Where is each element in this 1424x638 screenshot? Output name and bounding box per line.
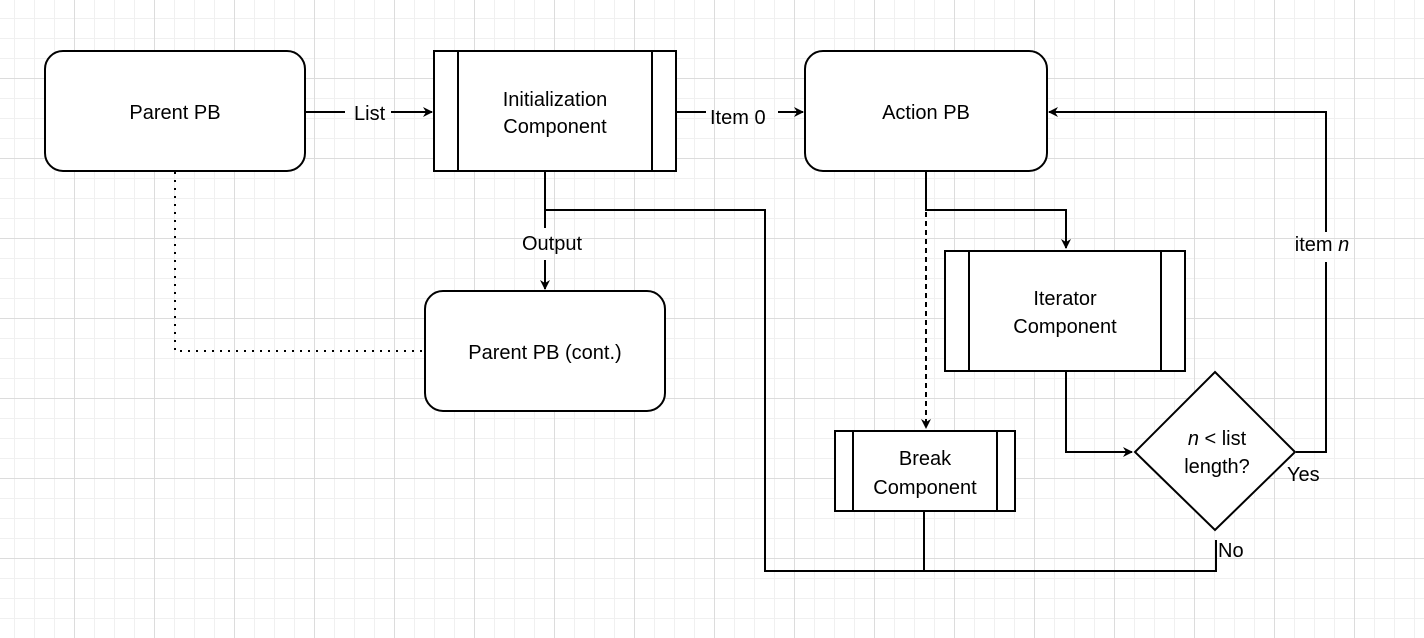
edge-label-item-n-prefix: item	[1295, 234, 1338, 256]
edge-label-item-0: Item 0	[710, 107, 766, 129]
node-initialization-label-line1: Initialization	[503, 89, 608, 111]
node-iterator-component[interactable]: Iterator Component	[944, 250, 1186, 372]
edge-decision-loop-back	[1048, 107, 1327, 453]
node-break-label-line2: Component	[873, 477, 977, 499]
node-decision[interactable]: n < list length?	[1133, 370, 1297, 532]
node-initialization-component[interactable]: Initialization Component	[433, 50, 677, 172]
node-parent-pb-cont[interactable]: Parent PB (cont.)	[424, 290, 666, 412]
edge-action-to-iterator	[925, 172, 1071, 249]
node-initialization-label-line2: Component	[503, 116, 607, 138]
node-parent-pb-label: Parent PB	[129, 102, 220, 124]
node-parent-pb[interactable]: Parent PB	[44, 50, 306, 172]
edge-label-yes: Yes	[1287, 464, 1320, 486]
node-decision-label-line1: n < list	[1188, 428, 1247, 450]
edge-iterator-to-decision	[1065, 372, 1133, 457]
edge-parent-to-parent-cont-dotted	[174, 172, 425, 352]
node-action-pb-label: Action PB	[882, 102, 970, 124]
node-break-label-line1: Break	[899, 448, 952, 470]
edge-label-item-n-var: n	[1338, 234, 1349, 256]
node-decision-label-line2: length?	[1184, 456, 1250, 478]
node-decision-var: n	[1188, 428, 1199, 450]
node-action-pb[interactable]: Action PB	[804, 50, 1048, 172]
edge-label-output: Output	[522, 233, 582, 255]
edge-label-no: No	[1218, 540, 1244, 562]
node-iterator-label-line2: Component	[1013, 316, 1117, 338]
edge-init-bottom-loop	[545, 209, 1217, 572]
node-decision-rest: < list	[1199, 428, 1247, 450]
node-parent-pb-cont-label: Parent PB (cont.)	[468, 342, 621, 364]
edge-label-item-n: item n	[1295, 234, 1349, 256]
edge-label-list: List	[354, 103, 386, 125]
node-break-component[interactable]: Break Component	[834, 430, 1016, 512]
node-iterator-label-line1: Iterator	[1033, 288, 1097, 310]
